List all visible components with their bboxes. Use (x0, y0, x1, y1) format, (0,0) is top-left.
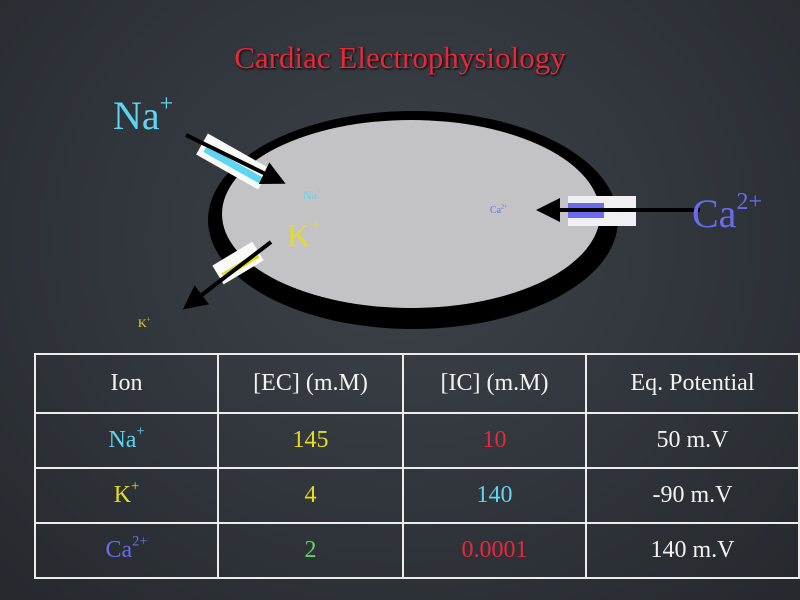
calcium-outside-label: Ca2+ (692, 189, 762, 236)
table-header-row: Ion [EC] (m.M) [IC] (m.M) Eq. Potential (34, 353, 800, 414)
sodium-influx-arrow (185, 133, 286, 184)
potassium-outside-label: K+ (138, 315, 151, 330)
potassium-efflux-arrow (182, 240, 273, 310)
ion-table: Ion [EC] (m.M) [IC] (m.M) Eq. Potential … (34, 353, 800, 579)
calcium-inside-label: Ca2+ (490, 204, 508, 217)
header-ec: [EC] (m.M) (217, 353, 404, 414)
header-ion: Ion (34, 353, 219, 414)
slide-title: Cardiac Electrophysiology (234, 40, 566, 75)
ion-cell: Na+ (34, 412, 219, 469)
ic-cell: 0.0001 (402, 522, 587, 579)
table-row: K+ 4 140 -90 m.V (34, 467, 800, 524)
table-row: Na+ 145 10 50 m.V (34, 412, 800, 469)
cell-cytoplasm (222, 120, 600, 308)
eq-cell: -90 m.V (585, 467, 800, 524)
sodium-inside-label: Na+ (303, 187, 322, 202)
table-row: Ca2+ 2 0.0001 140 m.V (34, 522, 800, 579)
eq-cell: 50 m.V (585, 412, 800, 469)
potassium-inside-label: K+ (287, 215, 321, 253)
eq-cell: 140 m.V (585, 522, 800, 579)
ec-cell: 4 (217, 467, 404, 524)
ion-cell: K+ (34, 467, 219, 524)
ec-cell: 2 (217, 522, 404, 579)
header-ic: [IC] (m.M) (402, 353, 587, 414)
sodium-outside-label: Na+ (113, 91, 174, 138)
potassium-channel (182, 240, 273, 310)
sodium-channel (185, 133, 286, 190)
cell-diagram (182, 111, 700, 329)
ec-cell: 145 (217, 412, 404, 469)
ic-cell: 140 (402, 467, 587, 524)
header-eq: Eq. Potential (585, 353, 800, 414)
ion-cell: Ca2+ (34, 522, 219, 579)
calcium-channel (536, 196, 700, 226)
ic-cell: 10 (402, 412, 587, 469)
